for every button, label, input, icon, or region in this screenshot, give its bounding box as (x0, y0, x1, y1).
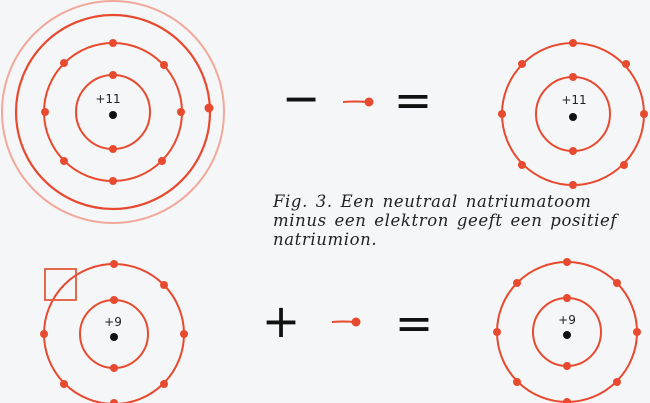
added-electron (331, 317, 361, 327)
electron (613, 279, 621, 287)
electron (160, 61, 168, 69)
electron (109, 39, 117, 47)
caption-line: natriumion. (273, 230, 378, 249)
electron (109, 145, 117, 153)
electron (569, 181, 577, 189)
electron (563, 294, 571, 302)
figure-caption: Fig. 3. Een neutraal natriumatoom minus … (273, 192, 645, 249)
electron (620, 161, 628, 169)
electron (110, 399, 118, 403)
caption-line: Fig. 3. Een neutraal natriumatoom (273, 192, 592, 211)
nucleus (569, 113, 577, 121)
electron (518, 161, 526, 169)
electron (109, 71, 117, 79)
electron (622, 60, 630, 68)
electrons (40, 260, 188, 403)
electron (177, 108, 185, 116)
outer-shell-ring (1, 0, 225, 224)
electron (563, 398, 571, 403)
bottom-equation: + = (262, 294, 434, 350)
electron (640, 110, 648, 118)
valence-electron (204, 103, 214, 113)
electron (513, 279, 521, 287)
electron (563, 362, 571, 370)
electron (613, 378, 621, 386)
electrons (493, 258, 641, 403)
electron (498, 110, 506, 118)
electron (60, 380, 68, 388)
nucleus (109, 111, 117, 119)
minus-operator: − (282, 71, 321, 125)
electron (109, 177, 117, 185)
electron (160, 380, 168, 388)
electron (569, 73, 577, 81)
electron (60, 59, 68, 67)
electron (110, 260, 118, 268)
electron (110, 296, 118, 304)
electrons (498, 39, 648, 189)
electron (180, 330, 188, 338)
fluoride-ion: +9 (493, 258, 641, 403)
sodium-ion: +11 (498, 39, 648, 189)
electron (569, 39, 577, 47)
nucleus-charge-label: +9 (558, 313, 576, 327)
electron (569, 147, 577, 155)
electron (160, 281, 168, 289)
equals-sign: = (394, 73, 433, 127)
electron (493, 328, 501, 336)
nucleus-charge-label: +11 (561, 93, 586, 107)
nucleus (563, 331, 571, 339)
plus-operator: + (262, 294, 301, 348)
electron (40, 330, 48, 338)
removed-electron (342, 97, 374, 107)
sodium-atom: +11 (1, 0, 225, 224)
electron (518, 60, 526, 68)
electron (110, 364, 118, 372)
nucleus (110, 333, 118, 341)
top-equation: − = (282, 71, 433, 127)
electron (41, 108, 49, 116)
electron (60, 157, 68, 165)
nucleus-charge-label: +9 (104, 315, 122, 329)
equals-sign: = (395, 296, 434, 350)
electron (158, 157, 166, 165)
nucleus-charge-label: +11 (95, 92, 120, 106)
caption-line: minus een elektron geeft een positief (273, 211, 618, 230)
electron-vacancy-box (44, 268, 77, 301)
electron (563, 258, 571, 266)
fluorine-atom: +9 (40, 260, 188, 403)
electron (513, 378, 521, 386)
electron (633, 328, 641, 336)
electrons (41, 39, 214, 185)
